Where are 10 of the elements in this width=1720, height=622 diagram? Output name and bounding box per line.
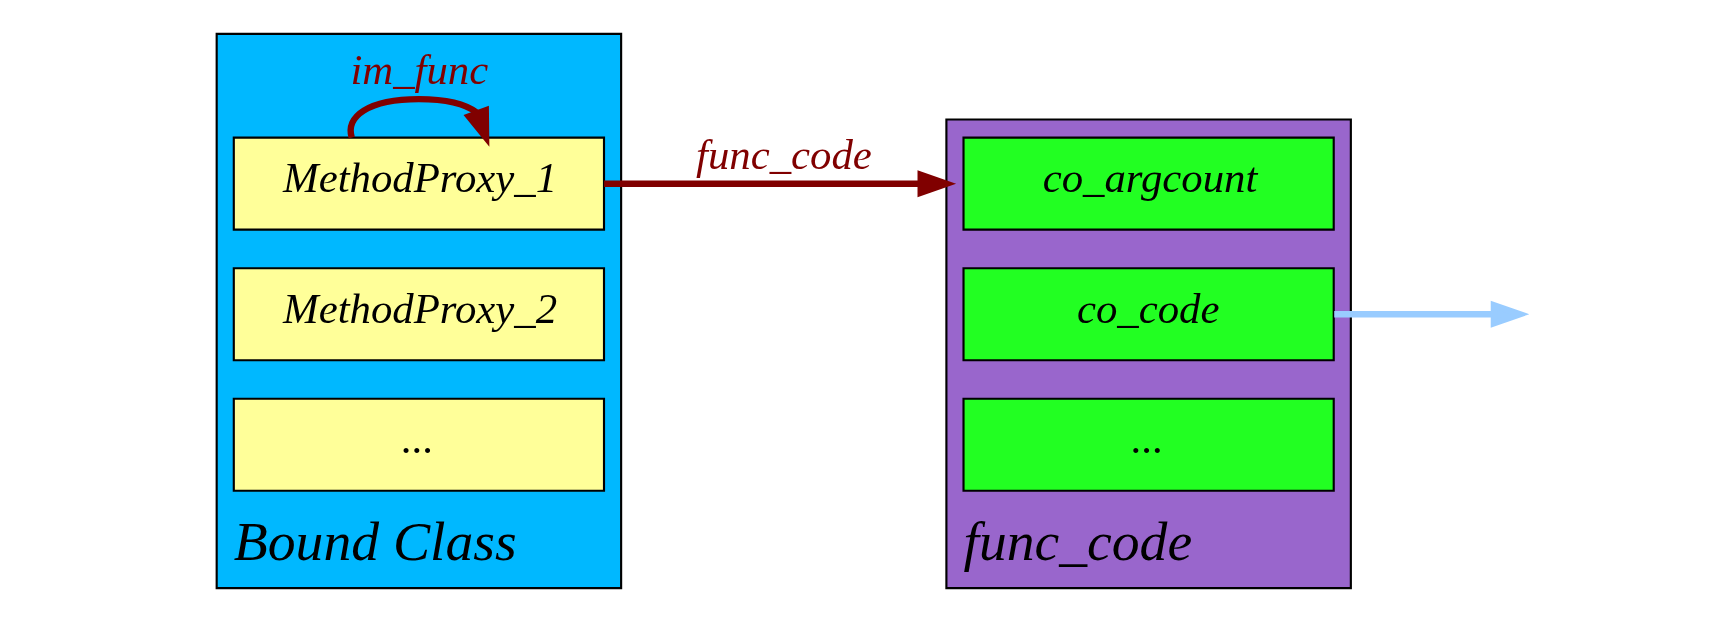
arrow	[603, 170, 956, 198]
node-box: co_code	[961, 267, 1335, 362]
node-box: MethodProxy_2	[232, 267, 605, 362]
edge-label: func_code	[695, 130, 872, 178]
node-box: ...	[961, 397, 1335, 492]
node-box: MethodProxy_1	[232, 136, 605, 231]
node-box: co_argcount	[961, 136, 1335, 231]
node-box: ...	[232, 397, 605, 492]
edge-label: im_func	[349, 46, 488, 94]
arrow	[1333, 300, 1529, 328]
